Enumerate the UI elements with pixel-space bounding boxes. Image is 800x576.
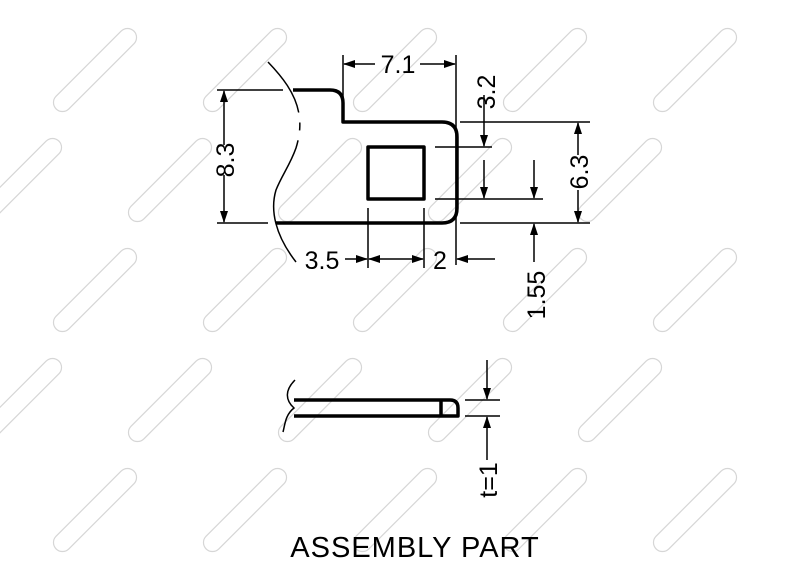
watermark-stamp xyxy=(52,467,138,553)
watermark-stamp xyxy=(502,27,588,113)
watermark-stamp xyxy=(52,27,138,113)
dim-thickness: t=1 xyxy=(475,462,503,497)
watermark-stamp xyxy=(352,247,438,333)
watermark-stamp xyxy=(0,137,63,223)
watermark-stamp xyxy=(427,357,513,443)
watermark-stamp xyxy=(577,357,663,443)
dim-tab-height: 6.3 xyxy=(566,155,594,190)
square-hole xyxy=(366,145,426,201)
part-outline xyxy=(276,88,459,225)
break-line xyxy=(267,61,301,263)
watermark-stamp xyxy=(502,467,588,553)
dim-hole-offset-bottom: 1.55 xyxy=(523,271,551,320)
watermark-stamp xyxy=(127,357,213,443)
side-view: t=1 xyxy=(282,360,503,498)
dim-hole-offset-left: 3.5 xyxy=(305,247,340,275)
watermark-stamp xyxy=(202,247,288,333)
watermark-layer xyxy=(0,27,738,553)
side-break-line xyxy=(282,379,296,433)
top-view: 8.3 7.1 3.2 6.3 1.55 3.5 2 xyxy=(212,51,594,319)
watermark-stamp xyxy=(277,137,363,223)
watermark-stamp xyxy=(427,137,513,223)
dim-hole-offset-right: 2 xyxy=(433,247,447,275)
watermark-stamp xyxy=(352,27,438,113)
watermark-stamp xyxy=(652,27,738,113)
watermark-stamp xyxy=(202,467,288,553)
watermark-stamp xyxy=(652,467,738,553)
watermark-stamp xyxy=(52,247,138,333)
watermark-stamp xyxy=(277,357,363,443)
watermark-stamp xyxy=(0,357,63,443)
dim-hole-height: 3.2 xyxy=(473,75,501,110)
drawing-title: ASSEMBLY PART xyxy=(290,532,539,564)
watermark-stamp xyxy=(127,137,213,223)
dim-height-total: 8.3 xyxy=(212,143,240,178)
watermark-stamp xyxy=(202,27,288,113)
watermark-stamp xyxy=(352,467,438,553)
watermark-stamp xyxy=(652,247,738,333)
plate-profile xyxy=(294,398,460,418)
dim-width-tab: 7.1 xyxy=(381,51,416,79)
